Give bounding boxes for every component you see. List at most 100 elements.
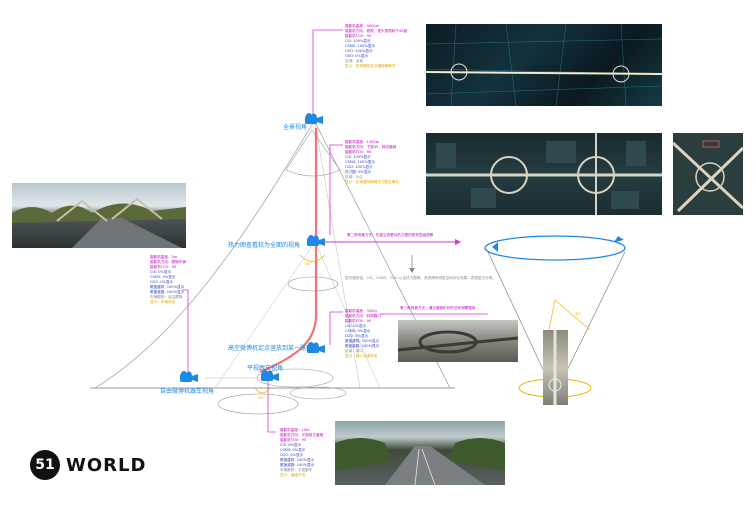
photo-third-overpass [398, 320, 518, 362]
heat-arrow-head [455, 239, 461, 245]
spec-left-b1: CSMS: 0%显示 [150, 275, 176, 279]
camera-path [259, 128, 318, 374]
spec-second-m0: 摄影机高度：1500m [345, 140, 380, 144]
spec-third: 摄影机高度：300m 摄影机方向：斜视路口 摄影机FOV：90 CIS: 0%显… [345, 309, 381, 359]
top-cone [285, 129, 341, 177]
spec-second-m2: 摄影机FOV：90 [345, 150, 372, 154]
camera-icon-heatmap[interactable] [307, 235, 325, 247]
label-drone: 高空微博机定点竖放到某一路口 [228, 345, 313, 352]
spec-left-y0: 显示：车辆状态 [150, 300, 176, 304]
spec-bottom-m0: 摄影机高度：10m [280, 428, 310, 432]
rotation-angle-lines [547, 299, 591, 336]
spec-top-g0: 区域：全城 [345, 59, 363, 63]
spec-third-m1: 摄影机方向：斜视路口 [345, 314, 381, 318]
spec-third-g0: 区域：路口 [345, 349, 363, 353]
spec-second-y0: 显示：区域路网拥堵热力图及事件 [345, 180, 399, 184]
brand-logo: 51 WORLD [30, 450, 146, 480]
spec-bottom-b2: O2O: 0%显示 [280, 453, 304, 457]
spec-top-b3: OEO: 0%显示 [345, 54, 369, 58]
connector-bottom [267, 375, 276, 433]
logo-mark: 51 [30, 450, 60, 480]
rotation-arrow-right [614, 236, 624, 242]
spec-top: 摄影机高度：3000m 摄影机方向：俯视，镜头视角斜下45度 摄影机FOV：90… [345, 24, 407, 69]
angle-label-1: 24° [305, 262, 312, 266]
spec-bottom-b1: CSMS: 0%显示 [280, 448, 306, 452]
spec-bottom-g0: 车辆跟踪：平视跟车 [280, 468, 313, 472]
spec-top-m2: 摄影机FOV：90 [345, 34, 372, 38]
spec-bottom-m2: 摄影机FOV：90 [280, 438, 307, 442]
camera-icon-drone[interactable] [307, 342, 325, 354]
spec-third-b1: CSMS: 0%显示 [345, 329, 371, 333]
spec-third-b3: 覆盖建筑: 100%显示 [345, 339, 380, 343]
label-panorama: 全景视角 [283, 124, 308, 131]
spec-bottom: 摄影机高度：10m 摄影机方向：平视前方道路 摄影机FOV：90 CIS: 0%… [280, 428, 323, 478]
spec-top-y0: 显示：宏观路网及交通拥堵情况 [345, 64, 396, 68]
ellipse-bottom [217, 393, 299, 415]
note-drone-line: 第三种场景方式：通过道路形状的空间观察路段 [400, 306, 476, 310]
spec-third-b4: 覆盖道路: 100%显示 [345, 344, 380, 348]
photo-rotation-tall [543, 330, 568, 405]
ellipse-heat [287, 276, 339, 292]
logo-text: WORLD [66, 454, 147, 476]
spec-third-b0: CIS: 0%显示 [345, 324, 367, 328]
inner-line-2 [314, 241, 381, 389]
connector-third [329, 311, 343, 345]
spec-bottom-b4: 覆盖道路: 100%显示 [280, 463, 315, 467]
down-arrow-head [409, 268, 415, 273]
angle-label-2: 20° [258, 396, 265, 400]
spec-third-m0: 摄影机高度：300m [345, 309, 377, 313]
photo-left-road [12, 183, 186, 248]
connector-second [329, 144, 343, 235]
connector-top [312, 29, 343, 118]
spec-second-b3: 热力图: 0%显示 [345, 170, 372, 174]
label-flat: 平视跟车视角 [247, 365, 284, 372]
note-heat-line: 第二种场景方式：在高空查看对热力图的视觉层级观察 [347, 233, 434, 237]
spec-left-b3: 覆盖建筑: 100%显示 [150, 285, 185, 289]
camera-icon-panorama[interactable] [305, 113, 323, 125]
spec-second-b0: CIS: 100%显示 [345, 155, 371, 159]
ellipse-drone [289, 386, 347, 400]
camera-icon-flat[interactable] [261, 370, 279, 382]
note-middle: 层次感较强，CIS、CSMS，O2O 以及热力图等，其表情有明显空间对比效果，表… [345, 276, 496, 280]
spec-top-b2: O2O: 100%显示 [345, 49, 373, 53]
spec-bottom-b3: 覆盖建筑: 100%显示 [280, 458, 315, 462]
angle-arc-1 [299, 254, 326, 262]
spec-second-m1: 摄影机方向：下视45，斜向路网 [345, 145, 397, 149]
spec-top-b0: CIS: 100%显示 [345, 39, 371, 43]
spec-left-b2: O2O: 0%显示 [150, 280, 174, 284]
spec-left: 摄影机高度：5m 摄影机方向：跟随车辆 摄影机FOV：90 CIS: 0%显示 … [150, 255, 186, 305]
spec-left-m2: 摄影机FOV：90 [150, 265, 177, 269]
envelope-left-curve [94, 119, 316, 389]
spec-bottom-b0: CIS: 0%显示 [280, 443, 302, 447]
photo-right-zoom [673, 133, 743, 215]
spec-bottom-y0: 显示：道路车流 [280, 473, 306, 477]
spec-left-m0: 摄影机高度：5m [150, 255, 178, 259]
spec-top-m0: 摄影机高度：3000m [345, 24, 380, 28]
photo-second-interchange [426, 133, 662, 215]
photo-top-citymap [426, 24, 662, 106]
spec-third-b2: O2O: 0%显示 [345, 334, 369, 338]
spec-top-m1: 摄影机方向：俯视，镜头视角斜下45度 [345, 29, 408, 33]
spec-left-b0: CIS: 0%显示 [150, 270, 172, 274]
spec-third-m2: 摄影机FOV：90 [345, 319, 372, 323]
inner-line-3 [214, 241, 316, 389]
spec-second-g0: 区域：片区 [345, 175, 363, 179]
spec-third-y0: 显示：路口交通状态 [345, 354, 378, 358]
angle-arc-2 [254, 387, 271, 394]
camera-icon-free[interactable] [180, 371, 198, 383]
spec-second-b2: O2O: 100%显示 [345, 165, 373, 169]
spec-left-b4: 覆盖道路: 100%显示 [150, 290, 185, 294]
label-free: 自由微博机跟车视角 [160, 388, 215, 395]
spec-bottom-m1: 摄影机方向：平视前方道路 [280, 433, 324, 437]
photo-bottom-road [335, 421, 505, 485]
spec-left-m1: 摄影机方向：跟随车辆 [150, 260, 186, 264]
spec-second: 摄影机高度：1500m 摄影机方向：下视45，斜向路网 摄影机FOV：90 CI… [345, 140, 399, 185]
label-heatmap: 热力图查看较为全面的视角 [228, 242, 301, 249]
rotation-arrow-left [492, 242, 498, 252]
spec-top-b1: CSMS: 100%显示 [345, 44, 375, 48]
spec-second-b1: CSMS: 100%显示 [345, 160, 375, 164]
spec-left-g0: 车辆跟踪：自由跟随 [150, 295, 183, 299]
angle-label-3: 30° [575, 312, 582, 316]
inner-line-1 [314, 121, 361, 389]
